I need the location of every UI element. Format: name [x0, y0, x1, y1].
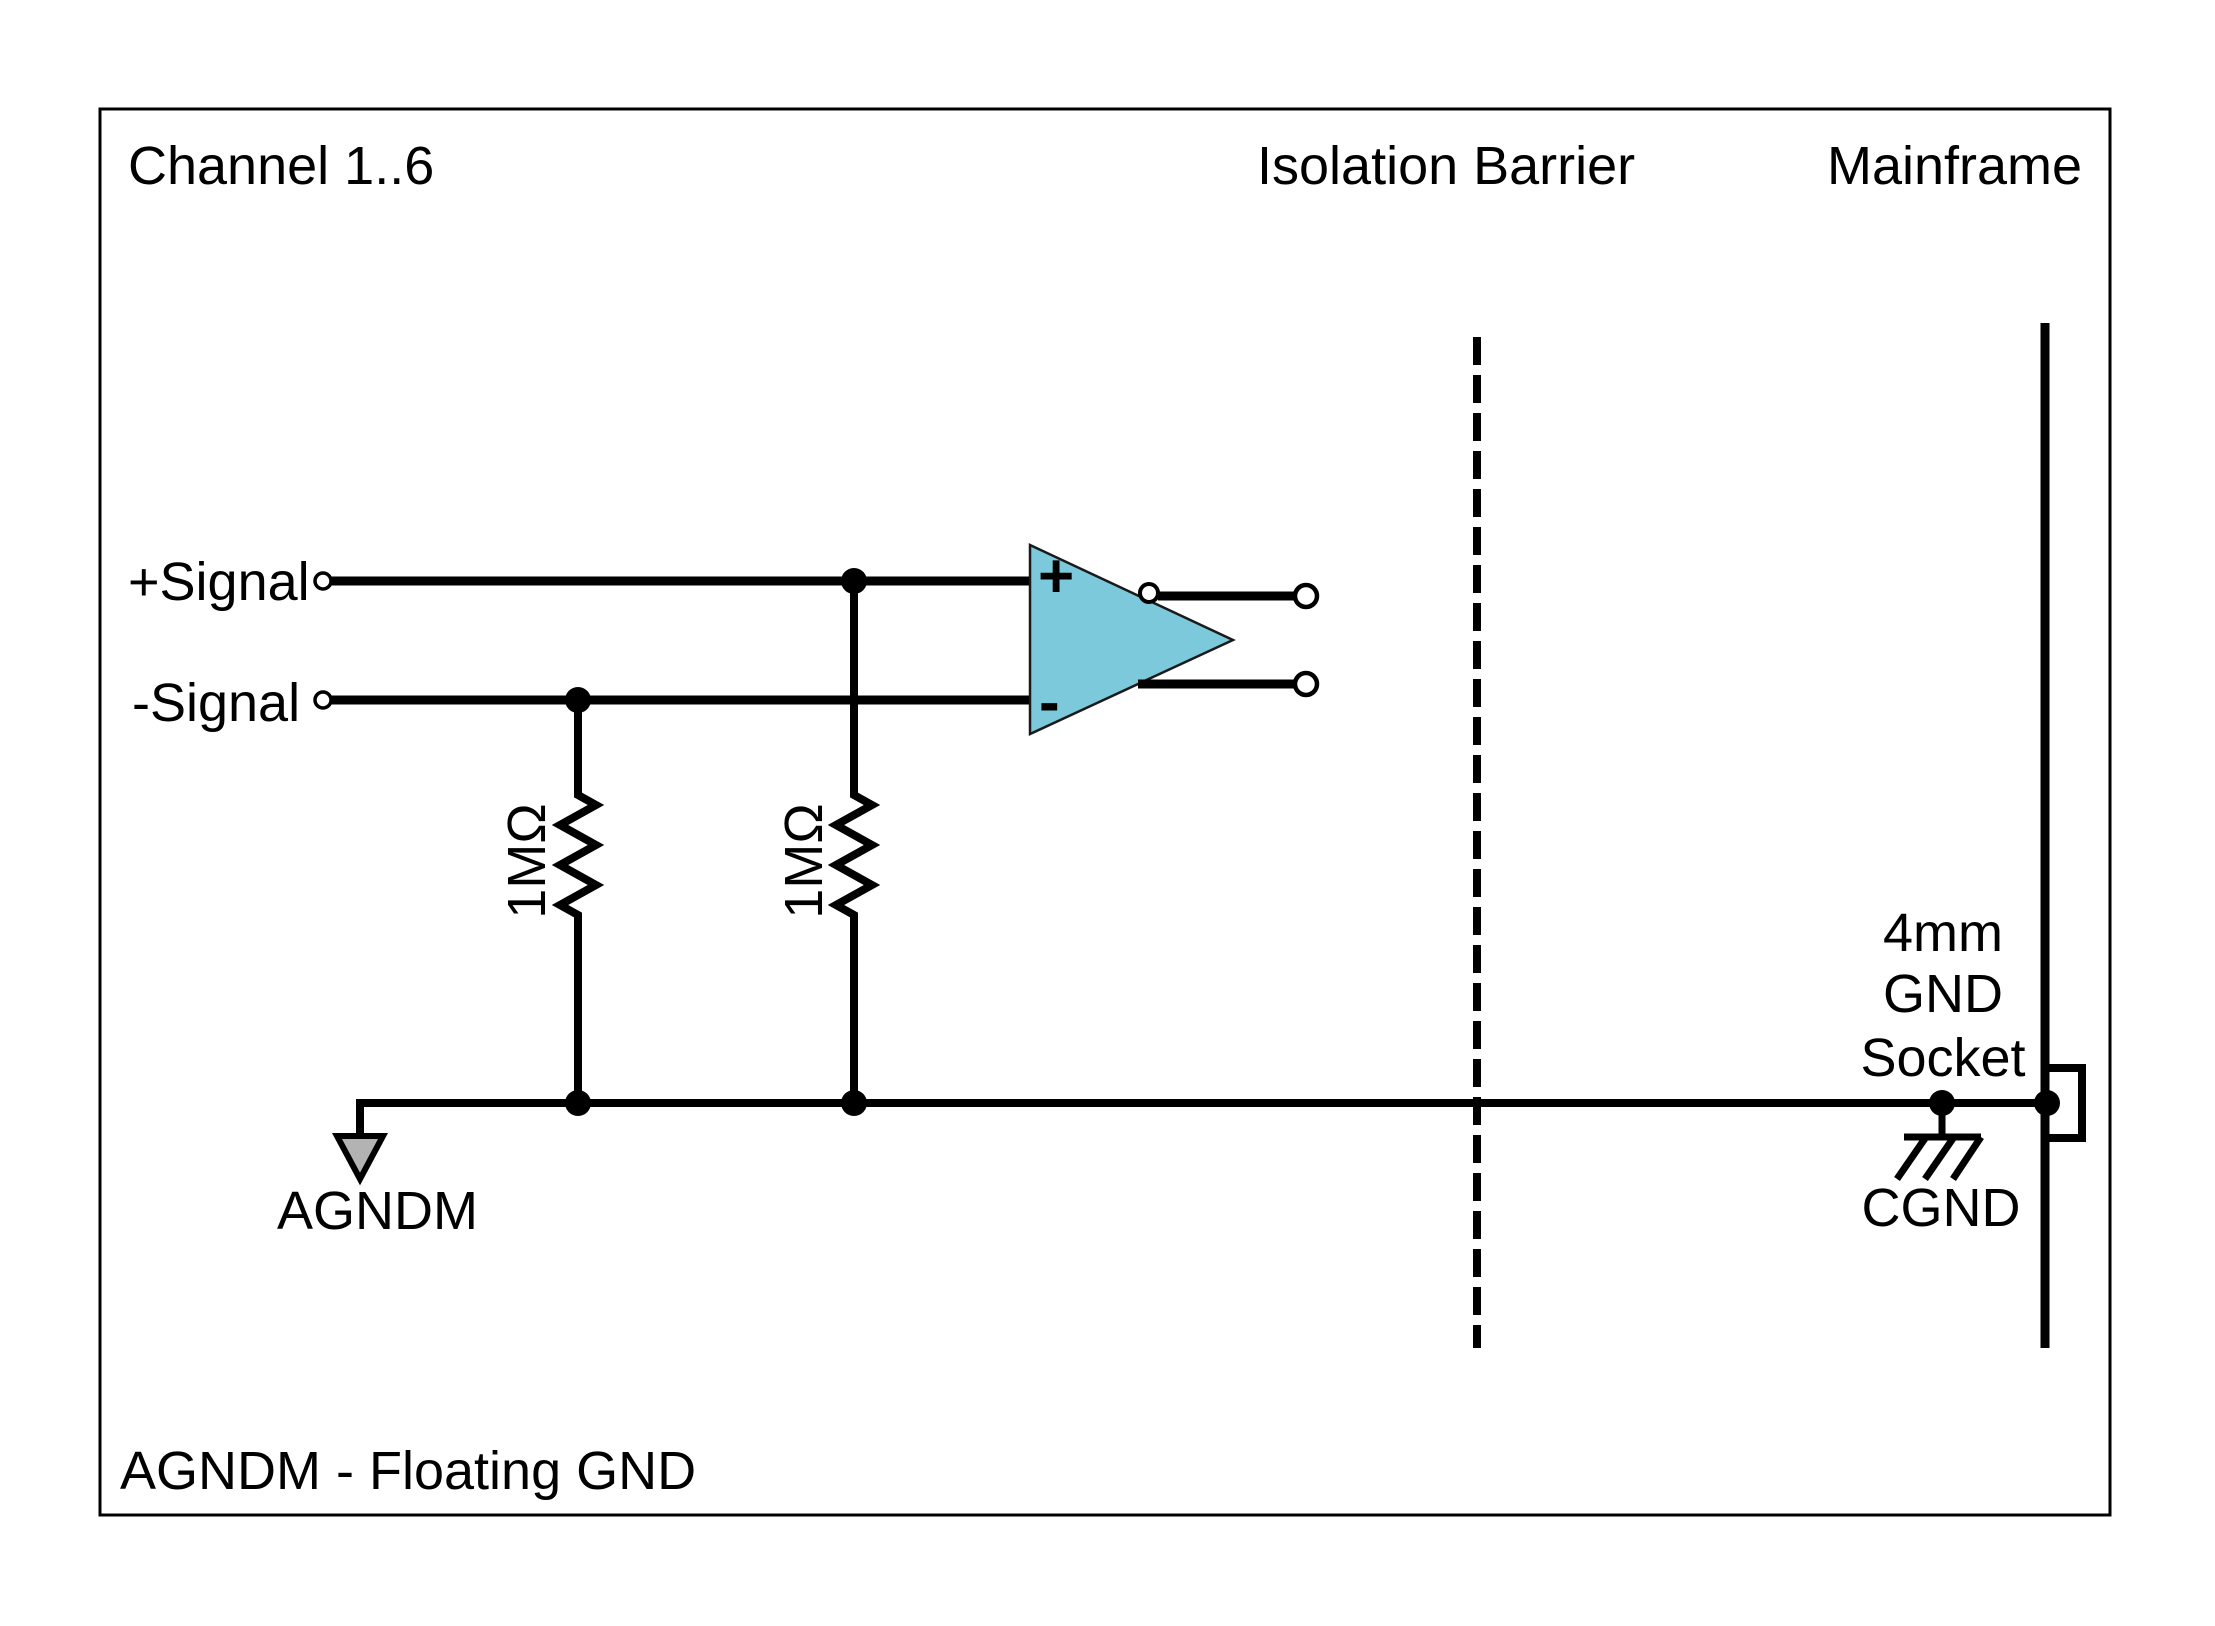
opamp-output-top-terminal	[1292, 582, 1320, 610]
minus-signal-input: -Signal	[132, 673, 1031, 733]
gnd-socket: 4mm GND Socket	[1860, 903, 2086, 1142]
opamp-outputs	[1138, 582, 1320, 698]
cgnd-hatch	[1950, 1135, 1984, 1181]
gnd-socket-label-line1: 4mm	[1883, 903, 2003, 963]
footnote-text: AGNDM - Floating GND	[120, 1441, 696, 1501]
resistor-2-value: 1MΩ	[774, 803, 834, 918]
channel-title: Channel 1..6	[128, 136, 434, 196]
plus-signal-label: +Signal	[128, 552, 310, 612]
minus-signal-terminal	[313, 690, 333, 710]
resistor-1-value: 1MΩ	[497, 803, 557, 918]
opamp-output-bottom-terminal	[1292, 670, 1320, 698]
isolation-barrier-label: Isolation Barrier	[1257, 136, 1635, 196]
opamp-output-top-tap	[1138, 582, 1160, 604]
resistor-1: 1MΩ	[497, 700, 605, 1103]
opamp-minus-sign: -	[1039, 668, 1060, 737]
gnd-socket-label-line3: Socket	[1860, 1028, 2025, 1088]
gnd-socket-symbol	[2049, 1064, 2086, 1142]
opamp: + -	[1028, 542, 1236, 737]
agndm-ground: AGNDM	[277, 1099, 478, 1241]
resistor-2: 1MΩ	[774, 581, 881, 1103]
agndm-arrow-icon	[331, 1133, 389, 1186]
junction-dot	[565, 1090, 591, 1116]
junction-dot	[2034, 1090, 2060, 1116]
agndm-label: AGNDM	[277, 1181, 478, 1241]
resistor-1-symbol	[551, 700, 605, 1103]
diagram-border	[98, 107, 2112, 1517]
minus-signal-label: -Signal	[132, 673, 300, 733]
opamp-triangle	[1028, 543, 1236, 736]
mainframe-label: Mainframe	[1827, 136, 2082, 196]
junction-dot	[841, 568, 867, 594]
cgnd-hatch	[1922, 1135, 1957, 1181]
opamp-plus-sign: +	[1038, 542, 1074, 611]
resistor-2-symbol	[827, 581, 881, 1103]
junction-dot	[565, 687, 591, 713]
cgnd-ground: CGND	[1862, 1103, 2021, 1238]
cgnd-hatch	[1894, 1135, 1929, 1181]
junction-dot	[841, 1090, 867, 1116]
cgnd-label: CGND	[1862, 1178, 2021, 1238]
plus-signal-input: +Signal	[128, 552, 1031, 612]
plus-signal-terminal	[313, 571, 333, 591]
gnd-socket-label-line2: GND	[1883, 964, 2003, 1024]
